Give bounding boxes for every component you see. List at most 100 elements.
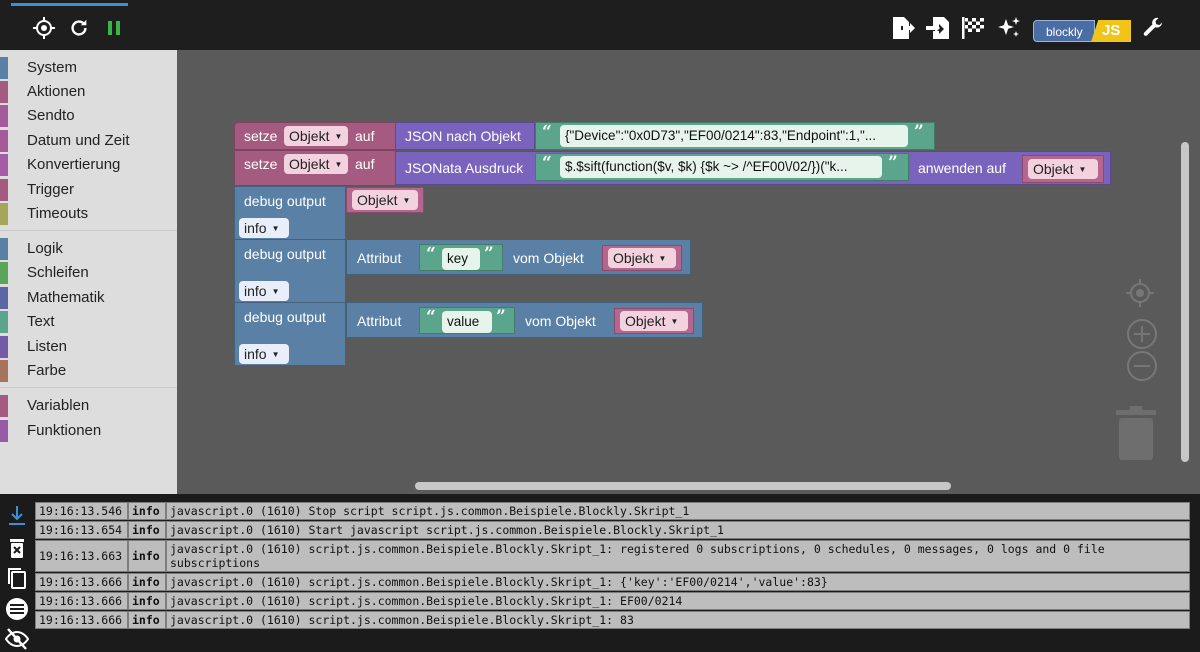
category-funktionen[interactable]: Funktionen (0, 420, 177, 442)
variable-dropdown[interactable]: Objekt▼ (620, 311, 688, 331)
debug-output-label: debug output (244, 246, 326, 262)
toolbox-categories: System Aktionen Sendto Datum und Zeit Ko… (0, 50, 177, 494)
blockly-workspace[interactable]: setze Objekt▼ auf JSON nach Objekt “ {"D… (177, 50, 1200, 494)
json-string-field[interactable]: {"Device":"0x0D73","EF00/0214":83,"Endpo… (560, 125, 908, 147)
blockly-label: blockly (1033, 20, 1095, 42)
set-variable-block-1[interactable]: setze Objekt▼ auf (234, 122, 397, 150)
category-swatch (0, 262, 8, 284)
category-farbe[interactable]: Farbe (0, 360, 177, 382)
variable-getter-block[interactable]: Objekt▼ (346, 187, 424, 213)
attribute-of-object-block[interactable]: Attribut “ value ” vom Objekt Objekt▼ (346, 302, 703, 338)
vertical-scrollbar[interactable] (1181, 142, 1189, 462)
reload-button[interactable] (65, 14, 93, 42)
log-level: info (128, 573, 166, 591)
to-keyword: auf (355, 128, 375, 144)
clear-log-button[interactable] (4, 535, 30, 561)
attribute-of-object-block[interactable]: Attribut “ key ” vom Objekt Objekt▼ (346, 239, 691, 275)
category-trigger[interactable]: Trigger (0, 179, 177, 201)
category-swatch (0, 336, 8, 358)
toggle-log-view-button[interactable] (4, 596, 30, 622)
category-timeouts[interactable]: Timeouts (0, 203, 177, 225)
log-level-value: info (244, 220, 267, 236)
log-toolbar (0, 494, 33, 651)
category-sendto[interactable]: Sendto (0, 105, 177, 127)
text-block-json[interactable]: “ {"Device":"0x0D73","EF00/0214":83,"End… (535, 122, 935, 150)
dropdown-arrow-icon: ▼ (334, 132, 343, 142)
category-separator (0, 230, 177, 231)
log-level: info (128, 521, 166, 539)
json-parse-block[interactable]: JSON nach Objekt (395, 122, 535, 150)
recenter-button[interactable] (1125, 278, 1155, 313)
category-swatch (0, 311, 8, 333)
category-text[interactable]: Text (0, 311, 177, 333)
category-system[interactable]: System (0, 57, 177, 79)
category-label: Trigger (27, 181, 74, 198)
variable-dropdown[interactable]: Objekt▼ (352, 190, 418, 210)
log-level-dropdown[interactable]: info▼ (239, 218, 289, 238)
category-label: Listen (27, 338, 68, 355)
debug-output-block-1[interactable]: debug output info▼ (234, 186, 346, 240)
horizontal-scrollbar[interactable] (415, 482, 951, 490)
category-swatch (0, 179, 8, 201)
zoom-out-icon (1127, 351, 1157, 381)
category-swatch (0, 81, 8, 103)
jsonata-expression-field[interactable]: $.$sift(function($v, $k) {$k ~> /^EF00\/… (560, 156, 882, 178)
log-level-dropdown[interactable]: info▼ (239, 281, 289, 301)
variable-dropdown[interactable]: Objekt▼ (608, 248, 676, 268)
checkered-flag-button[interactable] (959, 14, 987, 42)
text-block-key[interactable]: “ key ” (419, 244, 503, 271)
export-button[interactable] (889, 14, 917, 42)
log-level-dropdown[interactable]: info▼ (239, 344, 289, 364)
import-button[interactable] (924, 14, 952, 42)
category-label: Mathematik (27, 289, 105, 306)
log-time: 19:16:13.654 (35, 521, 128, 539)
category-swatch (0, 203, 8, 225)
reload-icon (71, 19, 87, 36)
log-level: info (128, 502, 166, 520)
log-level-value: info (244, 346, 267, 362)
variable-dropdown[interactable]: Objekt▼ (284, 154, 348, 174)
text-block-jsonata[interactable]: “ $.$sift(function($v, $k) {$k ~> /^EF00… (535, 153, 909, 181)
variable-getter-block[interactable]: Objekt▼ (602, 245, 682, 271)
trash-can-button[interactable] (1115, 406, 1157, 467)
attribute-name-field[interactable]: key (442, 248, 480, 270)
category-datum-und-zeit[interactable]: Datum und Zeit (0, 130, 177, 152)
category-variablen[interactable]: Variablen (0, 395, 177, 417)
category-logik[interactable]: Logik (0, 238, 177, 260)
variable-getter-block[interactable]: Objekt▼ (614, 308, 694, 334)
blockly-js-toggle[interactable]: blockly JS (1033, 20, 1131, 42)
variable-name: Objekt (357, 192, 398, 208)
js-label: JS (1091, 20, 1131, 42)
category-schleifen[interactable]: Schleifen (0, 262, 177, 284)
active-tab-indicator (11, 3, 128, 6)
log-row: 19:16:13.654 info javascript.0 (1610) St… (35, 521, 1190, 539)
log-level: info (128, 540, 166, 572)
hide-log-button[interactable] (4, 626, 30, 652)
list-circle-icon (6, 598, 28, 620)
zoom-out-button[interactable] (1126, 350, 1158, 387)
log-row: 19:16:13.666 info javascript.0 (1610) sc… (35, 592, 1190, 610)
category-mathematik[interactable]: Mathematik (0, 287, 177, 309)
zoom-in-button[interactable] (1126, 318, 1158, 355)
autoscroll-button[interactable] (4, 502, 30, 528)
locate-button[interactable] (30, 14, 58, 42)
settings-button[interactable] (1139, 14, 1167, 42)
category-swatch (0, 57, 8, 79)
sparkles-button[interactable] (995, 14, 1023, 42)
log-row: 19:16:13.666 info javascript.0 (1610) sc… (35, 611, 1190, 629)
category-listen[interactable]: Listen (0, 336, 177, 358)
variable-getter-block[interactable]: Objekt▼ (1022, 155, 1104, 183)
category-aktionen[interactable]: Aktionen (0, 81, 177, 103)
category-swatch (0, 238, 8, 260)
category-konvertierung[interactable]: Konvertierung (0, 154, 177, 176)
variable-dropdown[interactable]: Objekt▼ (284, 126, 348, 146)
debug-output-block-3[interactable]: debug output info▼ (234, 302, 346, 366)
debug-output-block-2[interactable]: debug output info▼ (234, 239, 346, 303)
attribute-name-field[interactable]: value (442, 311, 492, 333)
pause-button[interactable] (100, 14, 128, 42)
copy-log-button[interactable] (4, 565, 30, 591)
variable-dropdown[interactable]: Objekt▼ (1028, 159, 1098, 179)
variable-name: Objekt (613, 250, 654, 266)
text-block-value[interactable]: “ value ” (419, 307, 515, 334)
set-variable-block-2[interactable]: setze Objekt▼ auf (234, 150, 397, 186)
